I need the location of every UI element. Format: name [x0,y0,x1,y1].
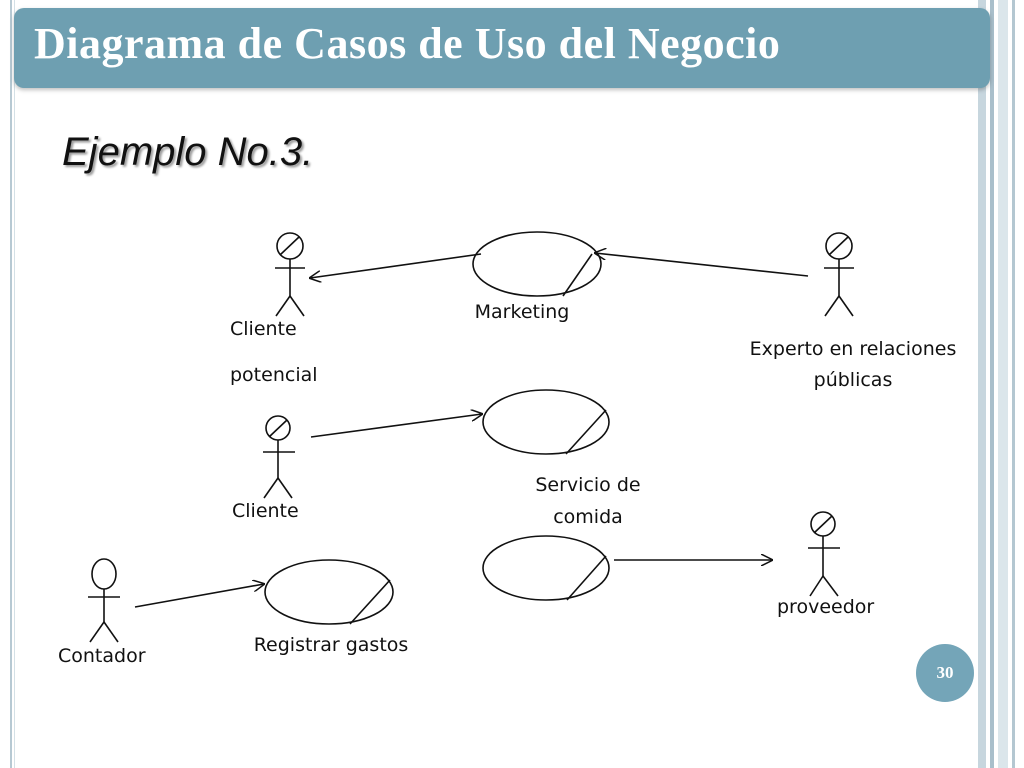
association-arrow [134,584,264,608]
use-case-unnamed [482,535,610,601]
page-number-badge: 30 [916,644,974,702]
actor-label-experto: públicas [814,369,893,391]
slide-title: Diagrama de Casos de Uso del Negocio [34,19,781,68]
actor-contador [88,558,120,643]
actor-experto-relaciones [824,232,854,317]
left-border-line [10,0,12,768]
use-case-registrar-gastos [264,559,394,625]
actor-label-contador: Contador [58,645,146,667]
actor-label-cliente: Cliente [232,500,299,522]
actor-label-cliente-potencial: potencial [230,364,318,386]
association-arrow [595,253,809,277]
association-arrow [310,414,482,438]
right-decor-bar [978,0,986,768]
left-border-line [14,0,15,768]
right-decor-bar [1012,0,1015,768]
use-case-label-registrar: Registrar gastos [254,634,409,656]
right-decor-bar [998,0,1008,768]
use-case-servicio-comida [482,389,610,455]
use-case-marketing [472,231,602,297]
slide-subtitle: Ejemplo No.3. [62,130,314,174]
right-decor-bar [990,0,994,768]
actor-label-experto: Experto en relaciones [750,338,957,360]
actor-cliente-potencial [275,232,305,317]
actor-label-proveedor: proveedor [777,596,874,618]
use-case-label-marketing: Marketing [475,301,570,323]
actor-proveedor [808,511,840,597]
actor-cliente [263,415,295,499]
actor-label-cliente-potencial: Cliente [230,318,297,340]
association-arrow [310,253,482,278]
use-case-label-servicio: comida [553,506,623,528]
title-bar: Diagrama de Casos de Uso del Negocio [14,8,990,88]
use-case-label-servicio: Servicio de [535,474,640,496]
